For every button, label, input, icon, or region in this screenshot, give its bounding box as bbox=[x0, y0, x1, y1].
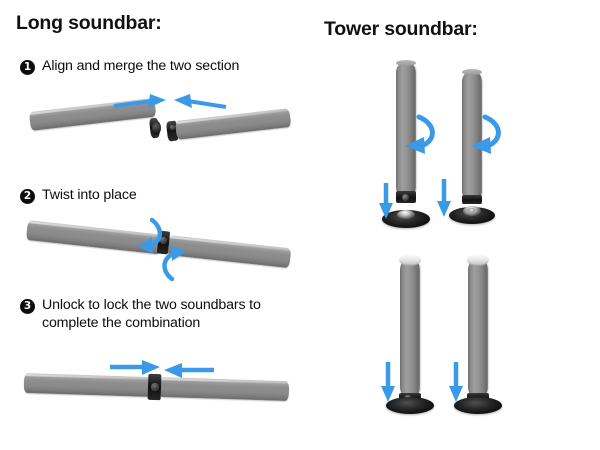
tower-soundbar-title: Tower soundbar: bbox=[324, 18, 478, 40]
step1-illustration bbox=[0, 85, 310, 170]
step-3: 3 Unlock to lock the two soundbars to co… bbox=[20, 297, 298, 332]
soundbar-joint-knob bbox=[151, 383, 159, 391]
tower-group-bottom bbox=[370, 240, 600, 430]
long-soundbar-title: Long soundbar: bbox=[16, 12, 162, 34]
step-3-label: Unlock to lock the two soundbars to comp… bbox=[42, 297, 261, 331]
step3-arrow-left bbox=[164, 363, 214, 378]
soundbar-right-connector-pin bbox=[170, 125, 175, 130]
step-2: 2 Twist into place bbox=[20, 187, 300, 205]
tower-B-body bbox=[462, 69, 482, 201]
step-3-badge: 3 bbox=[20, 299, 35, 314]
tower-B-rotate-arrow bbox=[471, 114, 501, 154]
tower-A-foot-knob bbox=[402, 194, 409, 201]
tower-D-body bbox=[467, 254, 489, 397]
step2-illustration bbox=[0, 210, 310, 290]
step-2-badge: 2 bbox=[20, 189, 35, 204]
tower-B-arrow-down bbox=[437, 179, 451, 217]
tower-C-body bbox=[399, 254, 421, 397]
step1-arrow-left bbox=[174, 94, 227, 109]
tower-A-body bbox=[396, 60, 416, 197]
step2-rotate-arrow-down bbox=[138, 217, 162, 254]
tower-D-stand bbox=[454, 397, 502, 414]
tower-B-foot bbox=[462, 195, 482, 204]
step-2-label: Twist into place bbox=[42, 187, 137, 203]
tower-A-rotate-arrow bbox=[405, 114, 435, 154]
tower-A-stand bbox=[382, 210, 430, 228]
tower-A-arrow-down bbox=[379, 183, 393, 219]
step3-arrow-right bbox=[110, 360, 160, 375]
tower-C-stand bbox=[386, 397, 434, 414]
tower-group-top bbox=[370, 55, 600, 240]
step-1-label: Align and merge the two section bbox=[42, 58, 240, 74]
step2-rotate-arrow-up bbox=[162, 245, 186, 282]
step-1-badge: 1 bbox=[20, 60, 35, 75]
tower-A-stand-hub bbox=[397, 210, 415, 219]
step1-arrow-right bbox=[113, 94, 166, 108]
tower-D-arrow-down bbox=[449, 362, 463, 402]
soundbar-joint-knob bbox=[160, 237, 167, 244]
tower-C-arrow-down bbox=[381, 362, 395, 402]
step3-illustration bbox=[0, 345, 310, 425]
step-1: 1 Align and merge the two section bbox=[20, 58, 300, 76]
soundbar-left-connector-ring bbox=[152, 121, 161, 135]
tower-B-stand-socket bbox=[467, 208, 476, 213]
